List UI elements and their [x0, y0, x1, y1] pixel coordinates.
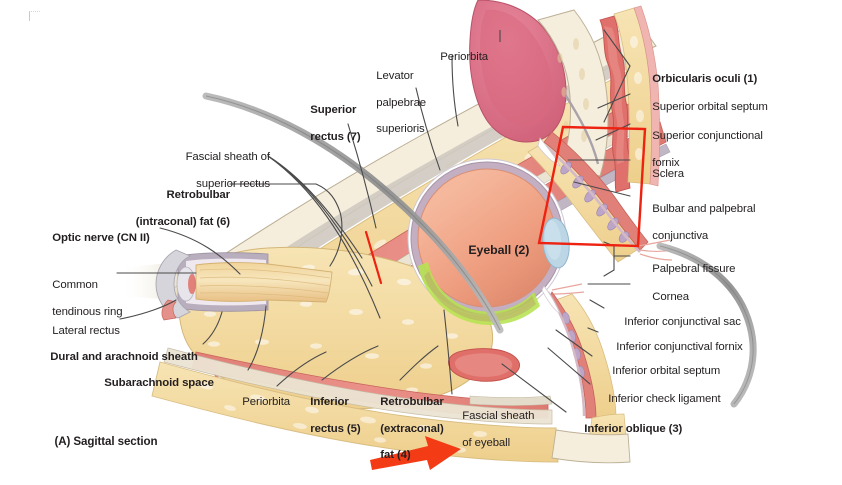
face-profile-arc: [656, 242, 757, 408]
palpebral-conjunctiva-line: [545, 145, 641, 253]
inferior-oblique-inner: [454, 353, 513, 377]
label-fascial-sheath-of-eyeball: Fascial sheath of eyeball: [462, 410, 535, 449]
lower-eyelashes: [551, 283, 585, 295]
label-lateral-rectus: Lateral rectus: [52, 325, 120, 338]
optic-nerve-body: [195, 262, 333, 303]
background-upper: [120, 0, 760, 300]
label-inferior-rectus: Inferior rectus (5): [310, 396, 361, 435]
inferior-extraconal-fat: [151, 361, 559, 463]
label-dural-and-arachnoid-sheath: Dural and arachnoid sheath: [50, 351, 198, 364]
common-tendinous-ring: [155, 249, 192, 319]
superior-orbital-septum-line: [564, 95, 600, 165]
figure-caption: (A) Sagittal section: [54, 435, 158, 449]
label-common-tendinous-ring: Common tendinous ring: [52, 279, 123, 318]
label-inferior-oblique: Inferior oblique (3): [584, 423, 683, 436]
superior-orbital-rim-bone: [537, 9, 609, 177]
cornea-highlight: [544, 220, 562, 260]
face-profile-arc-edge: [659, 245, 754, 405]
tarsal-glands: [560, 161, 630, 243]
label-sclera: Sclera: [652, 168, 684, 181]
label-superior-conjunctional-fornix: Superior conjunctional fornix: [652, 130, 763, 169]
red-annotation-arrow: [370, 436, 461, 470]
lid-fat-lobules: [630, 36, 644, 160]
label-periorbita-bottom: Periorbita: [242, 396, 291, 409]
brow-soft-tissue-inner: [480, 9, 553, 127]
inferior-orbital-rim-bone: [551, 429, 631, 464]
inferior-check-ligament-band: [469, 395, 553, 406]
label-inferior-check-ligament: Inferior check ligament: [608, 393, 721, 406]
central-retinal-vessels: [188, 274, 196, 294]
label-inferior-conjunctival-fornix: Inferior conjunctival fornix: [616, 341, 743, 354]
label-superior-orbital-septum: Superior orbital septum: [652, 101, 768, 114]
label-eyeball: Eyeball (2): [468, 243, 530, 258]
label-superior-rectus: Superior rectus (7): [310, 104, 361, 143]
leader-lines: [116, 29, 631, 413]
scan-artifact: [29, 11, 40, 21]
red-annotation-tick: [364, 230, 383, 285]
label-inferior-orbital-septum: Inferior orbital septum: [612, 365, 721, 378]
label-fascial-sheath-superior-rectus: Fascial sheath of superior rectus: [185, 151, 271, 190]
label-retrobulbar-intraconal-fat: Retrobulbar (intraconal) fat (6): [135, 189, 230, 228]
label-orbicularis-oculi: Orbicularis oculi (1): [652, 73, 758, 86]
optic-nerve-striations: [199, 268, 331, 300]
brow-profile-arc-edge: [205, 95, 501, 331]
fascial-sheath-shadow: [424, 271, 536, 322]
label-subarachnoid-space: Subarachnoid space: [104, 377, 214, 390]
label-cornea: Cornea: [652, 291, 690, 304]
fascial-sheath-of-eyeball-highlight: [418, 262, 540, 326]
label-levator-palpebrae-superioris: Levator palpebrae superioris: [376, 70, 427, 136]
label-palpebral-fissure: Palpebral fissure: [652, 263, 736, 276]
superior-conjunctival-fornix: [537, 137, 561, 167]
inferior-conjunctival-fornix: [541, 285, 561, 316]
label-periorbita-top: Periorbita: [440, 51, 489, 64]
label-bulbar-and-palpebral-conjunctiva: Bulbar and palpebral conjunctiva: [652, 203, 756, 242]
label-retrobulbar-extraconal-fat: Retrobulbar (extraconal) fat (4): [380, 396, 444, 462]
eyelid-skin: [633, 5, 660, 187]
label-optic-nerve: Optic nerve (CN II): [52, 232, 150, 245]
red-annotation-box: [537, 125, 647, 248]
label-inferior-conjunctival-sac: Inferior conjunctival sac: [624, 316, 741, 329]
periorbita-inferior: [163, 347, 553, 425]
